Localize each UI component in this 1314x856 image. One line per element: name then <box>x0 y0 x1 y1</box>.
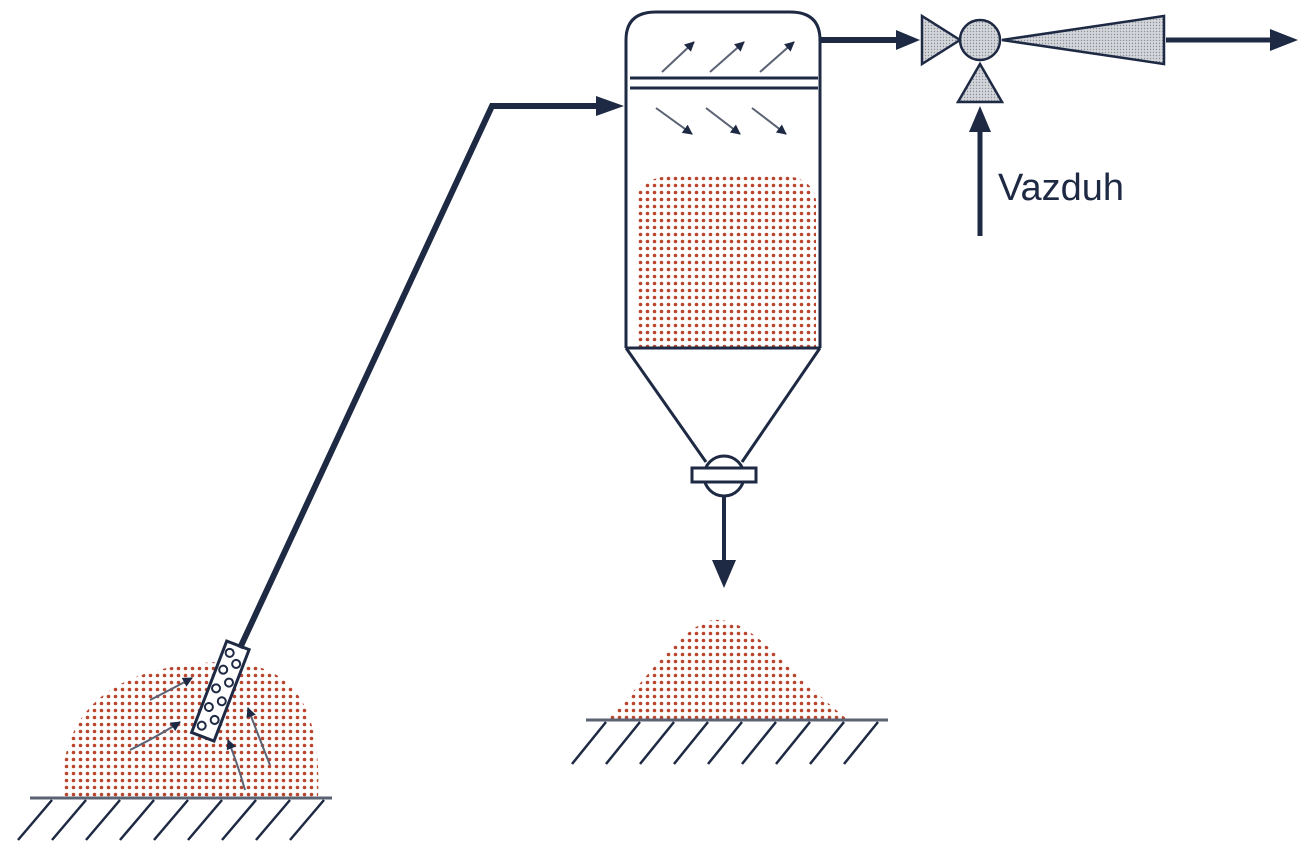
rotary-valve-icon <box>690 454 758 588</box>
ground-hatch-icon <box>571 718 888 765</box>
air-outlet-pipe <box>820 30 920 50</box>
suction-nozzle-icon <box>189 639 252 744</box>
conveying-pipe <box>237 96 624 650</box>
source-pile <box>61 662 319 798</box>
cyclone-separator-icon <box>624 10 822 463</box>
air-ejector-icon <box>920 13 1166 104</box>
air-inlet-arrow <box>969 106 991 236</box>
discharge-pile <box>606 619 848 720</box>
exhaust-arrow <box>1166 29 1298 51</box>
air-label: Vazduh <box>998 167 1124 209</box>
ground-hatch-icon <box>17 796 332 841</box>
